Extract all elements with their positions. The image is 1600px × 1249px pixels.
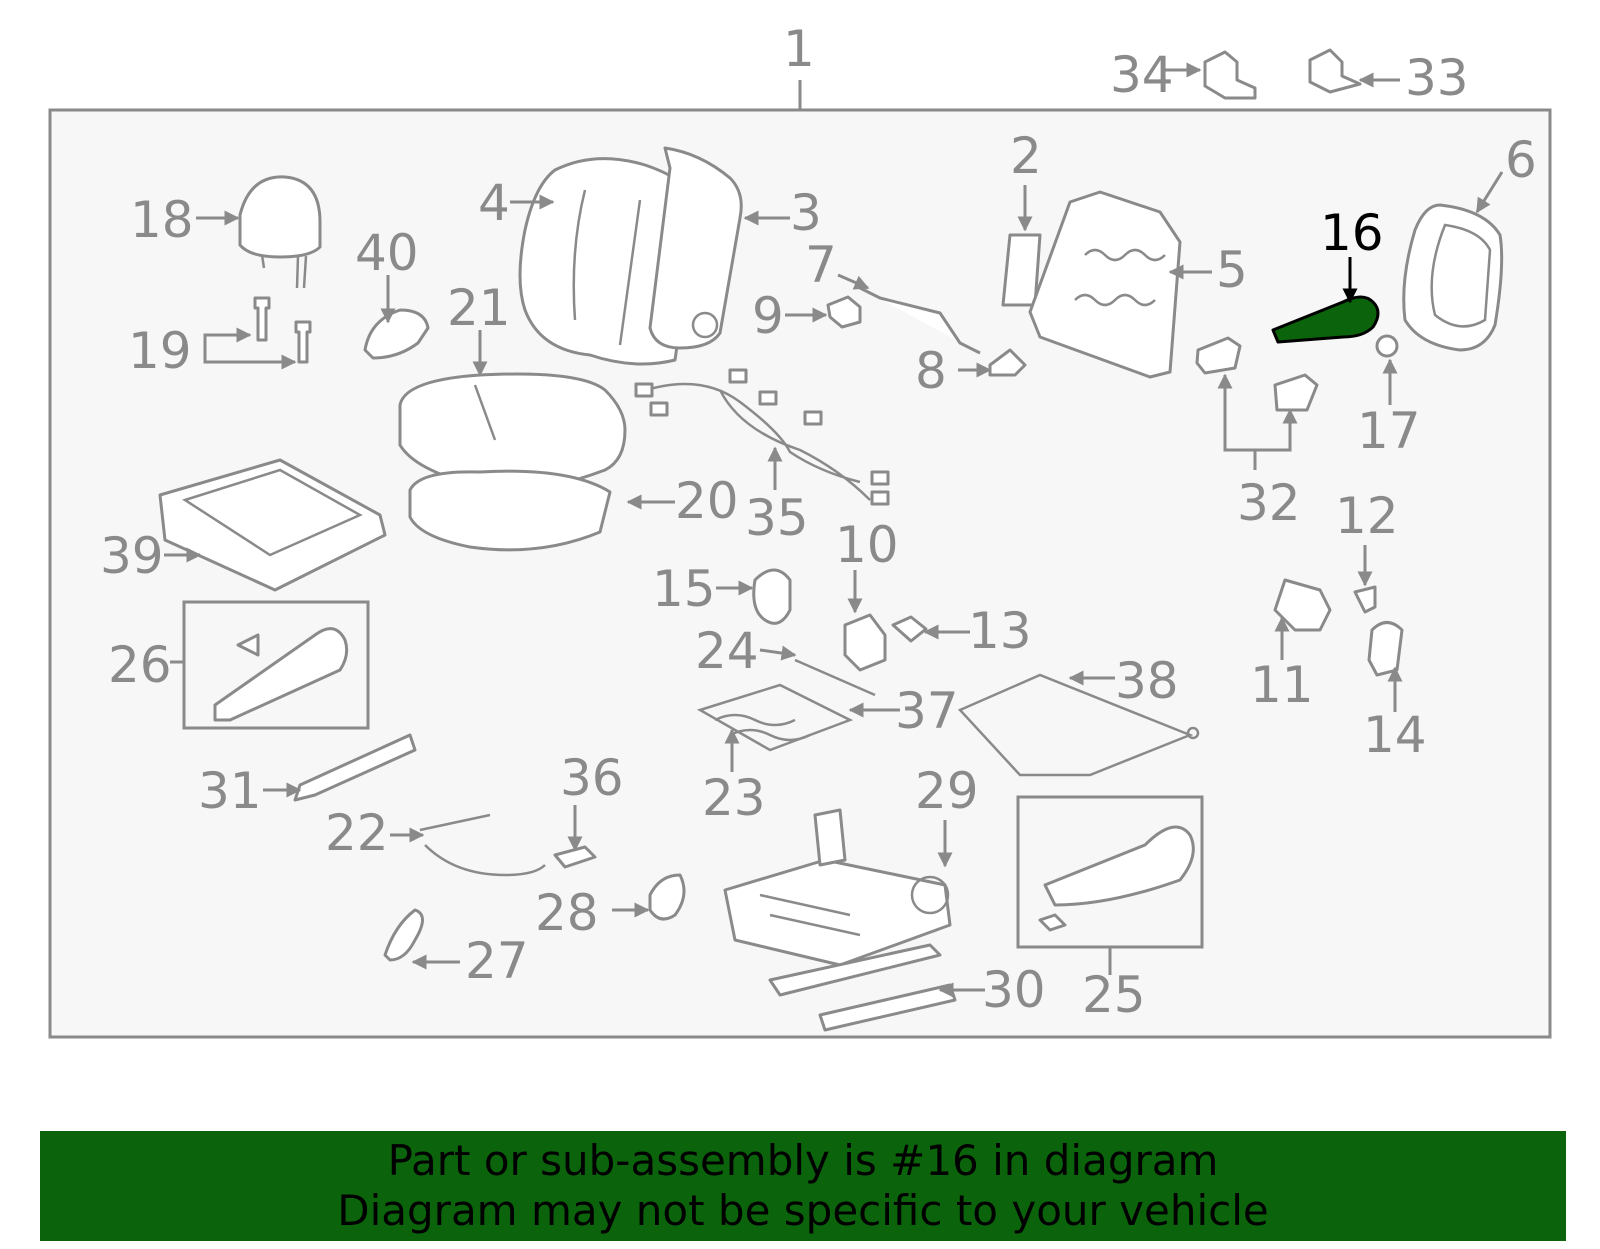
callout-29: 29 — [915, 762, 979, 820]
callout-36: 36 — [560, 749, 624, 807]
callout-20: 20 — [675, 472, 739, 530]
leader-lines — [164, 62, 1504, 998]
callout-labels: 1 2 3 4 5 6 7 8 9 10 11 12 13 14 15 16 1… — [100, 20, 1537, 1024]
part-30-rail — [768, 943, 957, 1032]
part-9-clip — [826, 295, 862, 329]
callout-11: 11 — [1250, 656, 1314, 714]
part-7-rod — [859, 286, 981, 355]
callout-26: 26 — [108, 636, 172, 694]
part-20-cushion-pad — [408, 469, 612, 552]
callout-10: 10 — [835, 516, 899, 574]
part-3-seatback-pad — [648, 146, 743, 350]
part-12-clip — [1353, 585, 1377, 614]
part-25-side-cover — [1043, 825, 1195, 907]
part-34-clip — [1203, 50, 1257, 100]
callout-18: 18 — [130, 191, 194, 249]
callout-13: 13 — [968, 602, 1032, 660]
callout-39: 39 — [100, 527, 164, 585]
callout-30: 30 — [982, 961, 1046, 1019]
callout-8: 8 — [915, 342, 947, 400]
part-15-cover — [752, 568, 792, 625]
part-16-lever-cover — [1271, 295, 1380, 344]
part-39-cushion-pan — [158, 458, 387, 592]
callout-12: 12 — [1335, 487, 1399, 545]
callout-25: 25 — [1082, 966, 1146, 1024]
part-23-springs — [696, 683, 854, 752]
banner-line-1: Part or sub-assembly is #16 in diagram — [387, 1136, 1219, 1185]
callout-6: 6 — [1505, 131, 1537, 189]
callout-28: 28 — [535, 884, 599, 942]
part-38-spring-frame — [957, 673, 1200, 777]
callout-1: 1 — [783, 20, 815, 78]
callout-19: 19 — [128, 322, 192, 380]
part-6-back-panel — [1402, 203, 1504, 352]
part-22-cable — [419, 813, 546, 877]
callout-14: 14 — [1363, 706, 1427, 764]
part-5-seatback-frame — [1028, 190, 1182, 379]
part-2-pad — [1001, 233, 1042, 307]
part-18-headrest — [238, 175, 322, 289]
part-33-clip — [1308, 48, 1362, 94]
callout-32: 32 — [1237, 474, 1301, 532]
callout-38: 38 — [1115, 652, 1179, 710]
part-26-group-box — [182, 600, 370, 730]
part-35-wire-harness — [634, 368, 890, 506]
banner-line-2: Diagram may not be specific to your vehi… — [337, 1186, 1269, 1235]
part-24-rod — [794, 658, 876, 697]
part-32-bracket-b — [1273, 373, 1319, 412]
callout-31: 31 — [198, 762, 262, 820]
callout-5: 5 — [1216, 241, 1248, 299]
part-29-seat-adjuster — [723, 808, 952, 967]
callout-15: 15 — [652, 560, 716, 618]
callout-35: 35 — [745, 489, 809, 547]
callout-22: 22 — [325, 804, 389, 862]
part-19-headrest-guides — [253, 296, 312, 364]
callout-21: 21 — [447, 279, 511, 337]
callout-24: 24 — [695, 622, 759, 680]
callout-34: 34 — [1110, 46, 1174, 104]
callout-33: 33 — [1405, 49, 1469, 107]
info-banner: Part or sub-assembly is #16 in diagram D… — [40, 1131, 1566, 1241]
part-28-bracket — [648, 873, 686, 921]
part-31-rail-cover — [293, 733, 417, 802]
part-10-recliner — [843, 613, 887, 672]
part-32-bracket-a — [1195, 336, 1242, 375]
callout-4: 4 — [478, 174, 510, 232]
callout-7: 7 — [805, 236, 837, 294]
part-27-bracket — [383, 908, 424, 962]
callout-27: 27 — [465, 932, 529, 990]
callout-40: 40 — [355, 224, 419, 282]
part-26-side-cover — [213, 627, 349, 722]
callout-2: 2 — [1010, 127, 1042, 185]
part-14-cover — [1367, 621, 1404, 677]
part-17-knob — [1375, 334, 1399, 358]
callout-3: 3 — [790, 184, 822, 242]
callout-16: 16 — [1320, 204, 1384, 262]
callout-9: 9 — [752, 287, 784, 345]
callout-17: 17 — [1357, 402, 1421, 460]
callout-37: 37 — [895, 682, 959, 740]
callout-23: 23 — [702, 769, 766, 827]
